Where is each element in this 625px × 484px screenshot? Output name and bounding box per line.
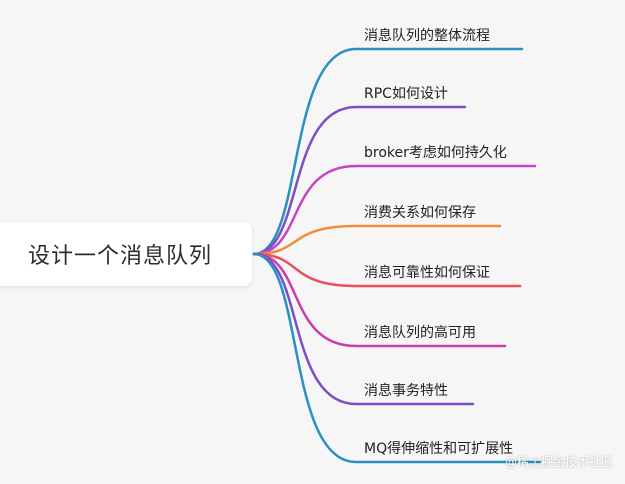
branch-node-label[interactable]: MQ得伸缩性和可扩展性 (364, 441, 514, 457)
branch-connector (252, 252, 522, 288)
branch-connector (252, 252, 542, 464)
branch-connector (252, 224, 502, 256)
branch-node-label[interactable]: 消息队列的整体流程 (364, 28, 490, 44)
branch-connector (252, 252, 507, 348)
branch-node-label[interactable]: broker考虑如何持久化 (364, 145, 507, 161)
root-node[interactable]: 设计一个消息队列 (0, 222, 252, 286)
branch-connector (252, 47, 524, 256)
branch-node-label[interactable]: 消息事务特性 (364, 383, 448, 399)
branch-node-label[interactable]: 消费关系如何保存 (364, 205, 476, 221)
watermark: @稀土掘金技术社区 (504, 455, 613, 469)
branch-connector (252, 252, 475, 406)
branch-node-label[interactable]: 消息队列的高可用 (364, 325, 476, 341)
branch-connector (252, 164, 537, 256)
branch-connector (252, 105, 467, 256)
root-label: 设计一个消息队列 (28, 244, 213, 269)
branch-node-label[interactable]: RPC如何设计 (364, 86, 448, 102)
branch-node-label[interactable]: 消息可靠性如何保证 (364, 265, 490, 281)
